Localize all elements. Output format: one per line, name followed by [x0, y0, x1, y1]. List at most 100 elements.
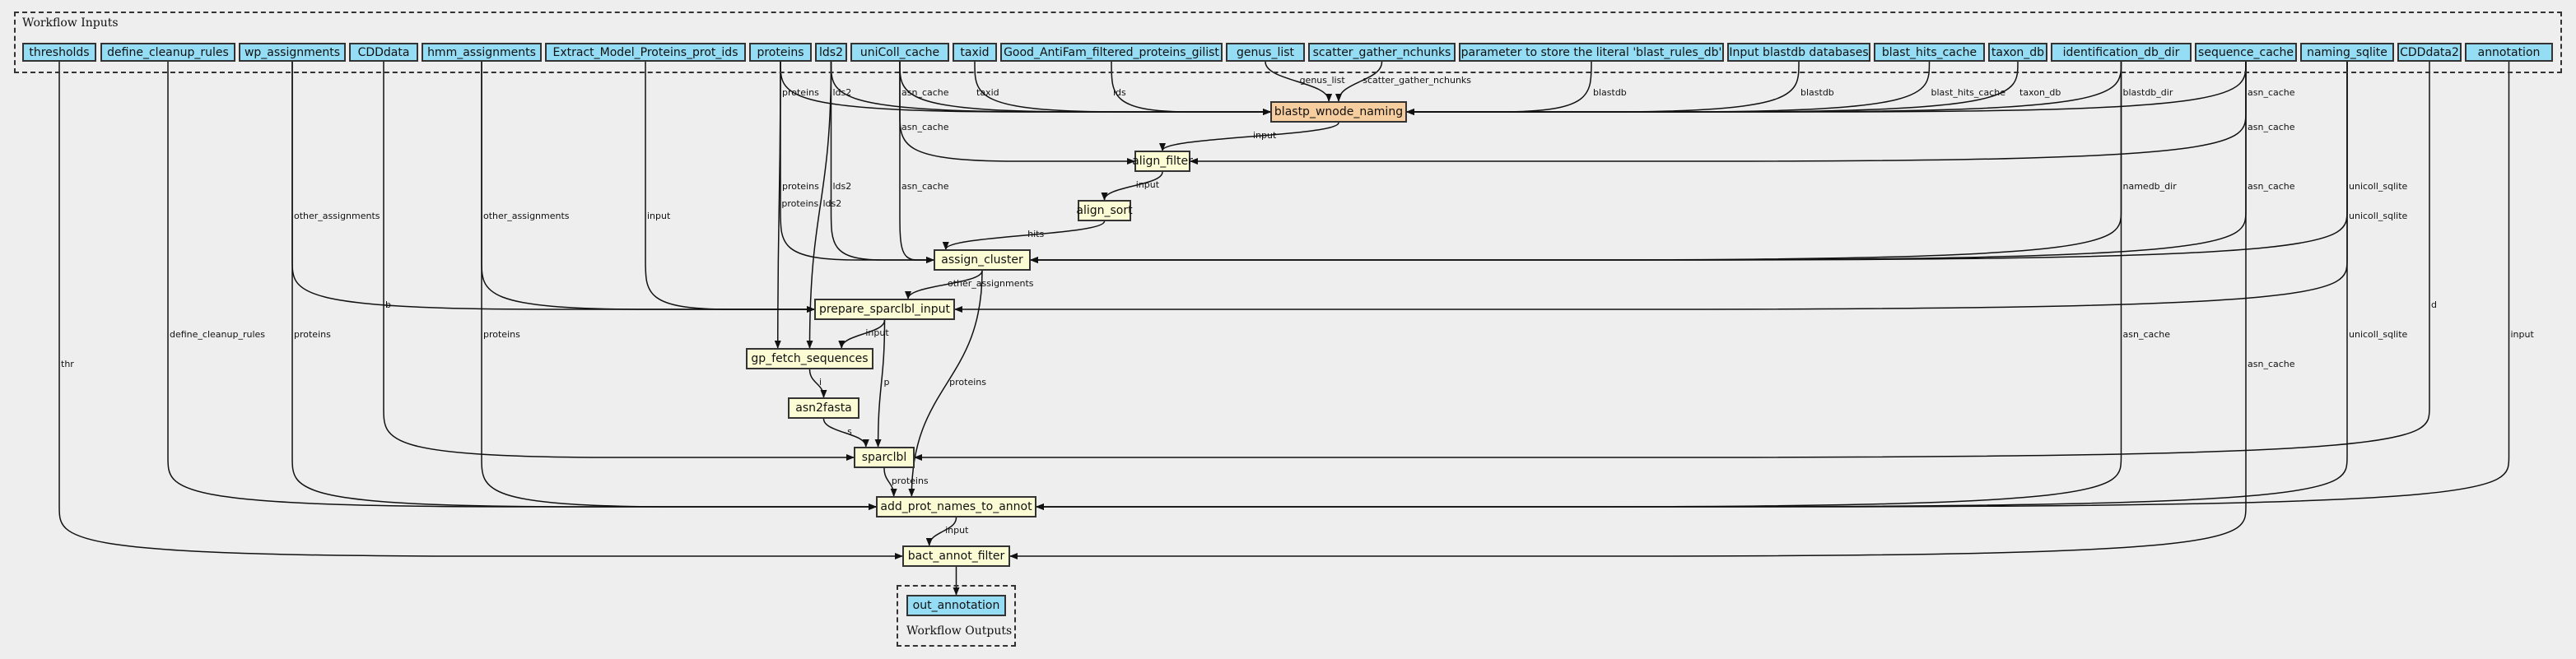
input-node-extract-model-proteins-prot-ids[interactable]: Extract_Model_Proteins_prot_ids — [545, 43, 746, 62]
input-node-lds2[interactable]: lds2 — [815, 43, 847, 62]
step-node-gp-fetch-sequences[interactable]: gp_fetch_sequences — [746, 348, 873, 369]
edge-label: define_cleanup_rules — [170, 328, 266, 340]
step-node-bact-annot-filter[interactable]: bact_annot_filter — [902, 545, 1010, 567]
edge-gp-fetch-sequences-to-asn2fasta — [808, 369, 827, 398]
edge-label: ids — [1113, 87, 1126, 98]
edge-label: input — [945, 525, 969, 536]
output-node-out-annotation[interactable]: out_annotation — [906, 595, 1006, 616]
edge-label: proteins — [294, 328, 331, 340]
edge-annotation-to-add-prot-names-to-annot — [1036, 62, 2510, 510]
edge-label: other_assignments — [294, 210, 380, 221]
edge-asn2fasta-to-sparclbl — [822, 418, 869, 448]
edge-label: lds2 — [832, 87, 852, 98]
edge-extract-model-proteins-prot-ids-to-prepare-sparclbl-input — [645, 62, 815, 313]
edge-label: proteins — [891, 476, 929, 486]
edge-label: asn_cache — [2248, 87, 2295, 98]
edge-proteins-to-assign-cluster — [780, 62, 934, 263]
edge-hmm-assignments-to-add-prot-names-to-annot — [481, 62, 877, 510]
edge-label: p — [883, 377, 890, 388]
edge-naming-sqlite-to-add-prot-names-to-annot — [1036, 62, 2348, 510]
edge-label: proteins — [949, 377, 986, 388]
edge-label: thr — [61, 358, 74, 369]
edge-align-filter-to-align-sort — [1101, 171, 1163, 201]
edge-label: lds2 — [822, 198, 842, 209]
input-node-scatter-gather-nchunks[interactable]: scatter_gather_nchunks — [1308, 43, 1456, 62]
edge-cdddata2-to-sparclbl — [914, 62, 2430, 461]
edge-label: hits — [1027, 229, 1045, 239]
edge-thresholds-to-bact-annot-filter — [58, 62, 903, 559]
input-node-define-cleanup-rules[interactable]: define_cleanup_rules — [100, 43, 235, 62]
input-node-unicoll-cache[interactable]: uniColl_cache — [850, 43, 949, 62]
edge-blastp-wnode-naming-to-align-filter — [1159, 122, 1339, 151]
edge-prepare-sparclbl-input-to-sparclbl — [874, 319, 886, 448]
input-node-naming-sqlite[interactable]: naming_sqlite — [2300, 43, 2394, 62]
input-node-cdddata[interactable]: CDDdata — [349, 43, 418, 62]
edge-label: blastdb_dir — [2122, 87, 2173, 98]
input-node-blastdb[interactable]: Input blastdb databases — [1727, 43, 1870, 62]
edge-label: other_assignments — [483, 210, 570, 221]
input-node-thresholds[interactable]: thresholds — [22, 43, 96, 62]
edge-label: namedb_dir — [2122, 180, 2177, 192]
step-node-sparclbl[interactable]: sparclbl — [854, 447, 915, 468]
edge-label: unicoll_sqlite — [2349, 180, 2408, 192]
input-node-proteins[interactable]: proteins — [749, 43, 812, 62]
input-node-hmm-assignments[interactable]: hmm_assignments — [422, 43, 542, 62]
edge-assign-cluster-to-add-prot-names-to-annot — [908, 270, 983, 497]
edge-label: input — [1253, 130, 1277, 141]
edge-label: d — [2431, 299, 2437, 310]
edge-label: asn_cache — [901, 180, 949, 192]
edge-unicoll-cache-to-assign-cluster — [899, 62, 934, 263]
input-node-good-antifam-filtered-proteins-gilist[interactable]: Good_AntiFam_filtered_proteins_gilist — [1000, 43, 1223, 62]
edge-label: s — [847, 426, 852, 437]
input-node-cdddata2[interactable]: CDDdata2 — [2397, 43, 2462, 62]
edge-sequence-cache-to-bact-annot-filter — [1009, 62, 2247, 559]
edge-genus-list-to-blastp-wnode-naming — [1265, 61, 1333, 102]
edge-naming-sqlite-to-assign-cluster — [1030, 62, 2348, 263]
edge-label: asn_cache — [2248, 121, 2295, 132]
input-node-blast-hits-cache[interactable]: blast_hits_cache — [1874, 43, 1985, 62]
edge-label: input — [1135, 179, 1160, 190]
step-node-prepare-sparclbl-input[interactable]: prepare_sparclbl_input — [814, 299, 955, 320]
step-node-align-filter[interactable]: align_filter — [1132, 151, 1193, 172]
input-node-identification-db-dir[interactable]: identification_db_dir — [2051, 43, 2192, 62]
step-node-assign-cluster[interactable]: assign_cluster — [934, 249, 1031, 271]
edge-cdddata-to-sparclbl — [383, 62, 855, 461]
edge-label: asn_cache — [2248, 358, 2295, 369]
edge-label: unicoll_sqlite — [2349, 328, 2408, 340]
edge-label: taxid — [976, 87, 999, 98]
edge-naming-sqlite-to-prepare-sparclbl-input — [954, 62, 2348, 313]
input-node-wp-assignments[interactable]: wp_assignments — [239, 43, 346, 62]
step-node-blastp-wnode-naming[interactable]: blastp_wnode_naming — [1270, 101, 1407, 123]
input-node-taxid[interactable]: taxid — [953, 43, 997, 62]
input-node-taxon-db[interactable]: taxon_db — [1988, 43, 2047, 62]
edge-label: b — [385, 299, 391, 310]
edge-define-cleanup-rules-to-add-prot-names-to-annot — [167, 62, 877, 510]
edge-prepare-sparclbl-input-to-gp-fetch-sequences — [838, 319, 886, 349]
edge-label: proteins — [782, 180, 819, 192]
step-node-align-sort[interactable]: align_sort — [1076, 200, 1133, 221]
edge-label: input — [2510, 328, 2534, 340]
edge-identification-db-dir-to-add-prot-names-to-annot — [1036, 62, 2122, 510]
input-node-sequence-cache[interactable]: sequence_cache — [2195, 43, 2297, 62]
edge-label: input — [865, 327, 889, 338]
edge-label: asn_cache — [901, 121, 949, 132]
edge-label: input — [647, 210, 671, 221]
input-node-annotation[interactable]: annotation — [2465, 43, 2553, 62]
edge-label: taxon_db — [2019, 87, 2061, 98]
edge-label: blastdb — [1800, 87, 1834, 98]
edge-label: asn_cache — [901, 87, 949, 98]
edge-wp-assignments-to-add-prot-names-to-annot — [291, 62, 877, 510]
edge-sparclbl-to-add-prot-names-to-annot — [883, 467, 897, 497]
edge-lds2-to-gp-fetch-sequences — [806, 61, 832, 349]
edge-label: blast_hits_cache — [1931, 87, 2005, 98]
edge-label: proteins — [782, 87, 819, 98]
input-node-genus-list[interactable]: genus_list — [1226, 43, 1305, 62]
edge-hmm-assignments-to-prepare-sparclbl-input — [481, 62, 815, 313]
step-node-add-prot-names-to-annot[interactable]: add_prot_names_to_annot — [876, 496, 1036, 517]
input-node-blast-rules-db[interactable]: parameter to store the literal 'blast_ru… — [1459, 43, 1724, 62]
edge-wp-assignments-to-prepare-sparclbl-input — [291, 62, 815, 313]
edge-align-sort-to-assign-cluster — [942, 220, 1106, 250]
workflow-outputs-cluster: Workflow Outputs — [897, 585, 1016, 647]
step-node-asn2fasta[interactable]: asn2fasta — [788, 397, 859, 419]
